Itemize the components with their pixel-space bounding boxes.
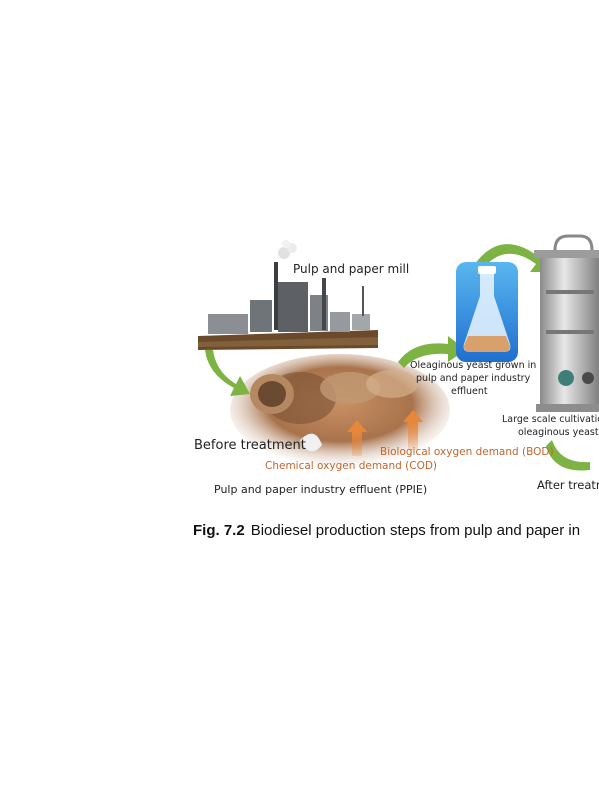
large-scale-label-line1: Large scale cultivatio xyxy=(502,414,599,425)
demand-arrows xyxy=(347,410,423,456)
flask-image xyxy=(456,262,518,362)
caption-number: Fig. 7.2 xyxy=(193,522,245,539)
process-arrows xyxy=(205,244,590,471)
large-scale-label-line2: oleaginous yeast xyxy=(518,427,599,438)
yeast-label-line3: effluent xyxy=(451,386,488,397)
yeast-label-line2: pulp and paper industry xyxy=(416,373,531,384)
bod-label: Biological oxygen demand (BOD) xyxy=(380,446,554,458)
before-treatment-label: Before treatment xyxy=(194,438,306,453)
mill-label: Pulp and paper mill xyxy=(293,262,410,276)
cod-label: Chemical oxygen demand (COD) xyxy=(265,460,438,472)
caption-text: Biodiesel production steps from pulp and… xyxy=(250,522,581,539)
after-treatment-label: After treatm xyxy=(537,478,599,492)
ppie-label: Pulp and paper industry effluent (PPIE) xyxy=(214,483,428,496)
bioreactor-image xyxy=(534,234,599,412)
mill-image xyxy=(198,240,378,350)
effluent-image xyxy=(230,354,450,466)
figure-caption: Fig. 7.2 Biodiesel production steps from … xyxy=(193,522,580,539)
yeast-label-line1: Oleaginous yeast grown in xyxy=(410,360,537,371)
